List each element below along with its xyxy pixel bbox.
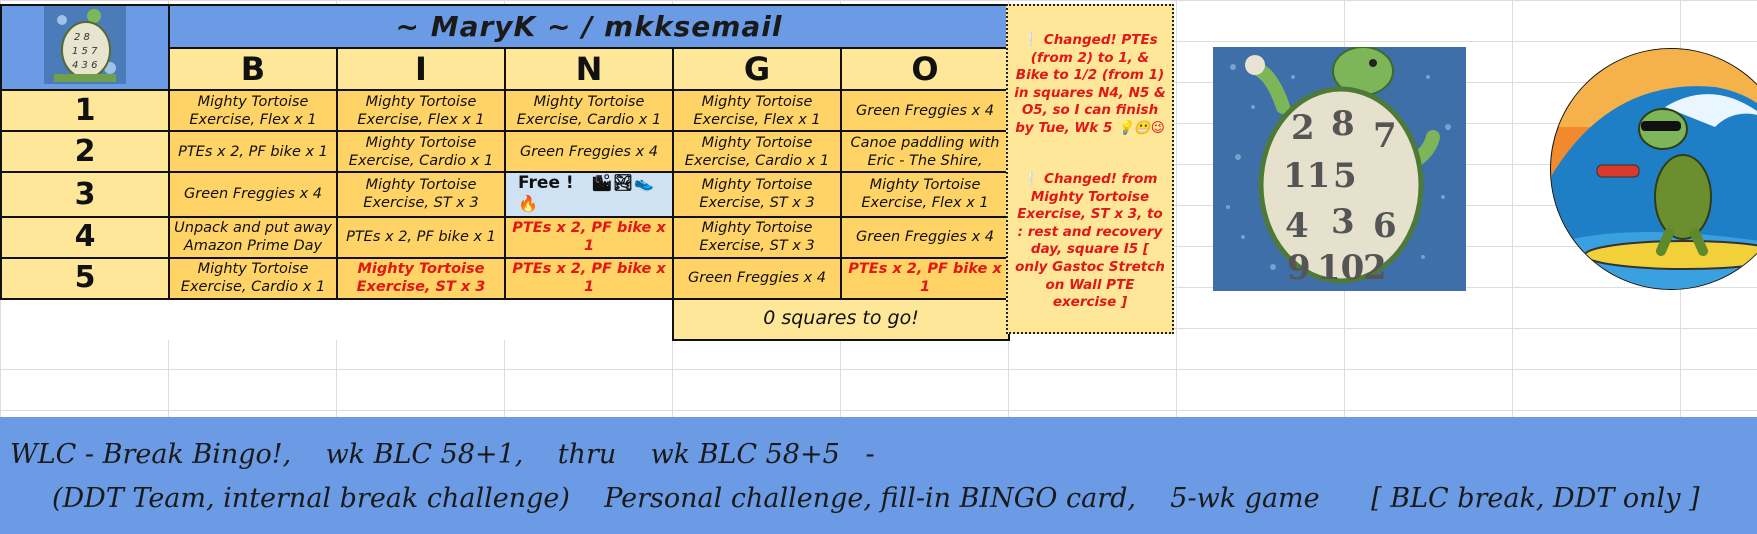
- square-b3[interactable]: Green Freggies x 4: [168, 171, 338, 218]
- svg-text:9: 9: [1287, 248, 1311, 288]
- svg-text:5: 5: [1333, 156, 1357, 196]
- card-title: ~ MaryK ~ / mkksemail: [167, 4, 1011, 49]
- square-g1[interactable]: Mighty Tortoise Exercise, Flex x 1: [672, 89, 842, 133]
- svg-text:6: 6: [1373, 206, 1397, 246]
- change-note-1: ❕ Changed! PTEs (from 2) to 1, & Bike to…: [1014, 32, 1166, 137]
- square-n1[interactable]: Mighty Tortoise Exercise, Cardio x 1: [504, 89, 674, 133]
- svg-text:11: 11: [1283, 156, 1330, 196]
- blank-cells[interactable]: [1, 298, 673, 340]
- exclamation-icon: ❕: [1022, 32, 1040, 48]
- svg-text:7: 7: [1373, 116, 1397, 156]
- square-b4[interactable]: Unpack and put away Amazon Prime Day: [168, 215, 338, 259]
- svg-text:10: 10: [1317, 248, 1364, 288]
- column-letter-i: I: [336, 46, 506, 92]
- square-o3[interactable]: Mighty Tortoise Exercise, Flex x 1: [839, 171, 1011, 218]
- tortoise-bingo-logo-icon: 2 8 1 5 7 4 3 6: [44, 7, 126, 84]
- column-letter-n: N: [504, 46, 674, 92]
- square-n5[interactable]: PTEs x 2, PF bike x 1: [504, 256, 674, 300]
- bingo-card: 2 8 1 5 7 4 3 6 ~ MaryK ~ / mkksemail B …: [0, 3, 1011, 341]
- challenge-title-line: WLC - Break Bingo!, wk BLC 58+1, thru wk…: [10, 439, 875, 470]
- free-square-emoji-icons: 🏙🏞👟🔥: [518, 173, 656, 214]
- square-i3[interactable]: Mighty Tortoise Exercise, ST x 3: [336, 171, 506, 218]
- row-number-4: 4: [0, 215, 170, 259]
- square-o4[interactable]: Green Freggies x 4: [839, 215, 1011, 259]
- change-note-2: ❕ Changed! from Mighty Tortoise Exercise…: [1014, 171, 1166, 311]
- svg-text:2 8: 2 8: [74, 32, 90, 43]
- square-o1[interactable]: Green Freggies x 4: [839, 89, 1011, 133]
- square-g4[interactable]: Mighty Tortoise Exercise, ST x 3: [672, 215, 842, 259]
- square-n4[interactable]: PTEs x 2, PF bike x 1: [504, 215, 674, 259]
- square-i4[interactable]: PTEs x 2, PF bike x 1: [336, 215, 506, 259]
- square-b2[interactable]: PTEs x 2, PF bike x 1: [168, 130, 338, 174]
- surfing-turtle-illustration: [1550, 48, 1757, 290]
- svg-text:3: 3: [1331, 202, 1355, 242]
- change-notes-cell[interactable]: ❕ Changed! PTEs (from 2) to 1, & Bike to…: [1006, 4, 1174, 334]
- row-number-5: 5: [0, 256, 170, 300]
- svg-text:4 3 6: 4 3 6: [72, 60, 97, 71]
- square-i5[interactable]: Mighty Tortoise Exercise, ST x 3: [336, 256, 506, 300]
- lightbulb-grimace-wink-emoji-icons: 💡😬😉: [1117, 119, 1165, 136]
- square-i1[interactable]: Mighty Tortoise Exercise, Flex x 1: [336, 89, 506, 133]
- challenge-description-banner[interactable]: WLC - Break Bingo!, wk BLC 58+1, thru wk…: [0, 417, 1757, 534]
- square-g5[interactable]: Green Freggies x 4: [672, 256, 842, 300]
- svg-text:4: 4: [1285, 206, 1309, 246]
- square-o5[interactable]: PTEs x 2, PF bike x 1: [839, 256, 1011, 300]
- svg-text:2: 2: [1291, 108, 1315, 148]
- square-b5[interactable]: Mighty Tortoise Exercise, Cardio x 1: [168, 256, 338, 300]
- row-number-2: 2: [0, 130, 170, 174]
- change-note-2-text: Changed! from Mighty Tortoise Exercise, …: [1015, 171, 1165, 311]
- square-g3[interactable]: Mighty Tortoise Exercise, ST x 3: [672, 171, 842, 218]
- square-n2[interactable]: Green Freggies x 4: [504, 130, 674, 174]
- surfing-turtle-image[interactable]: [1545, 47, 1757, 291]
- square-o2[interactable]: Canoe paddling with Eric - The Shire,: [839, 130, 1011, 174]
- challenge-subtitle-line: (DDT Team, internal break challenge) Per…: [52, 483, 1700, 514]
- bingo-table: 2 8 1 5 7 4 3 6 ~ MaryK ~ / mkksemail B …: [0, 3, 1011, 341]
- row-number-3: 3: [0, 171, 170, 218]
- column-letter-g: G: [672, 46, 842, 92]
- svg-text:2: 2: [1363, 248, 1387, 288]
- square-n3-free[interactable]: Free ! 🏙🏞👟🔥: [504, 171, 674, 218]
- square-i2[interactable]: Mighty Tortoise Exercise, Cardio x 1: [336, 130, 506, 174]
- square-g2[interactable]: Mighty Tortoise Exercise, Cardio x 1: [672, 130, 842, 174]
- row-number-1: 1: [0, 89, 170, 133]
- squares-to-go-counter[interactable]: 0 squares to go!: [671, 297, 1011, 341]
- bingo-logo-cell[interactable]: 2 8 1 5 7 4 3 6: [0, 3, 170, 92]
- column-letter-b: B: [168, 46, 338, 92]
- column-letter-o: O: [839, 46, 1011, 92]
- exclamation-icon: ❕: [1022, 171, 1040, 188]
- free-square-label: Free !: [518, 173, 574, 194]
- svg-text:1 5 7: 1 5 7: [72, 46, 98, 57]
- change-note-1-text: Changed! PTEs (from 2) to 1, & Bike to 1…: [1014, 32, 1166, 136]
- square-b1[interactable]: Mighty Tortoise Exercise, Flex x 1: [168, 89, 338, 133]
- svg-text:8: 8: [1331, 104, 1355, 144]
